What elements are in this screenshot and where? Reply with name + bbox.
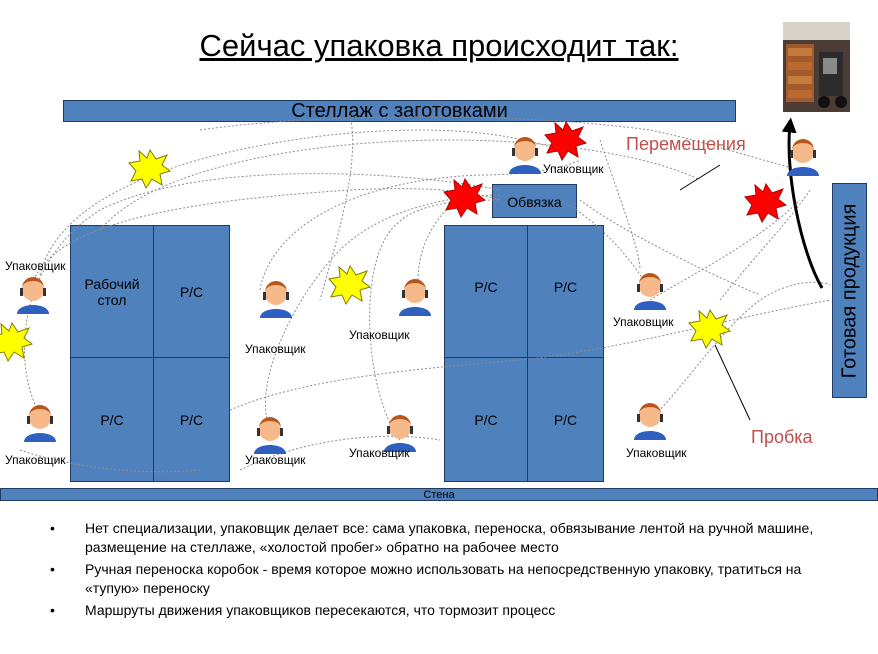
movements-pointer bbox=[679, 164, 721, 191]
rs-label: Р/С bbox=[100, 411, 124, 428]
rs-label: Р/С bbox=[553, 411, 578, 428]
rs-cell: Р/С bbox=[444, 225, 528, 358]
bullet-item: Нет специализации, упаковщик делает все:… bbox=[40, 519, 840, 557]
packer-label: Упаковщик bbox=[349, 328, 410, 342]
finished-products-rack: Готовая продукция bbox=[832, 183, 867, 398]
rs-label: Р/С bbox=[179, 411, 204, 428]
packer-label: Упаковщик bbox=[5, 259, 66, 273]
bullet-list: Нет специализации, упаковщик делает все:… bbox=[40, 519, 840, 623]
bullet-item: Маршруты движения упаковщиков пересекают… bbox=[40, 601, 840, 620]
jam-label: Пробка bbox=[751, 427, 813, 447]
jam-burst bbox=[688, 308, 732, 350]
packer-icons bbox=[17, 137, 819, 454]
packer-label: Упаковщик bbox=[245, 342, 306, 356]
rs-cell: Р/С bbox=[153, 225, 230, 358]
warehouse-photo bbox=[783, 22, 850, 112]
rs-cell: Р/С bbox=[527, 225, 604, 358]
slide-title: Сейчас упаковка происходит так: bbox=[199, 28, 679, 63]
rs-label: Р/С bbox=[474, 411, 498, 428]
packer-label: Упаковщик bbox=[543, 162, 604, 176]
jam-burst bbox=[328, 264, 372, 306]
conflict-burst bbox=[443, 177, 487, 219]
packer-label: Упаковщик bbox=[349, 446, 410, 460]
movements-label: Перемещения bbox=[626, 134, 746, 154]
rs-cell: Р/С bbox=[70, 357, 154, 482]
packer-label: Упаковщик bbox=[613, 315, 674, 329]
bullet-item: Ручная переноска коробок - время которое… bbox=[40, 560, 840, 598]
packer-label: Упаковщик bbox=[5, 453, 66, 467]
jam-burst bbox=[128, 148, 172, 190]
jam-burst bbox=[0, 321, 34, 363]
rs-label: Р/С bbox=[179, 283, 204, 300]
workbench: Рабочий стол bbox=[70, 225, 154, 358]
rs-cell: Р/С bbox=[153, 357, 230, 482]
packer-label: Упаковщик bbox=[626, 446, 687, 460]
rs-label: Р/С bbox=[474, 278, 498, 295]
blanks-rack: Стеллаж с заготовками bbox=[63, 100, 736, 122]
conflict-burst bbox=[744, 182, 788, 224]
rs-cell: Р/С bbox=[527, 357, 604, 482]
jam-pointer bbox=[714, 344, 751, 421]
packer-label: Упаковщик bbox=[245, 453, 306, 467]
flow-arrow bbox=[781, 117, 824, 289]
workbench-label: Рабочий стол bbox=[84, 275, 140, 308]
wall: Стена bbox=[0, 488, 878, 501]
conflict-burst bbox=[544, 120, 588, 162]
rs-label: Р/С bbox=[553, 278, 578, 295]
